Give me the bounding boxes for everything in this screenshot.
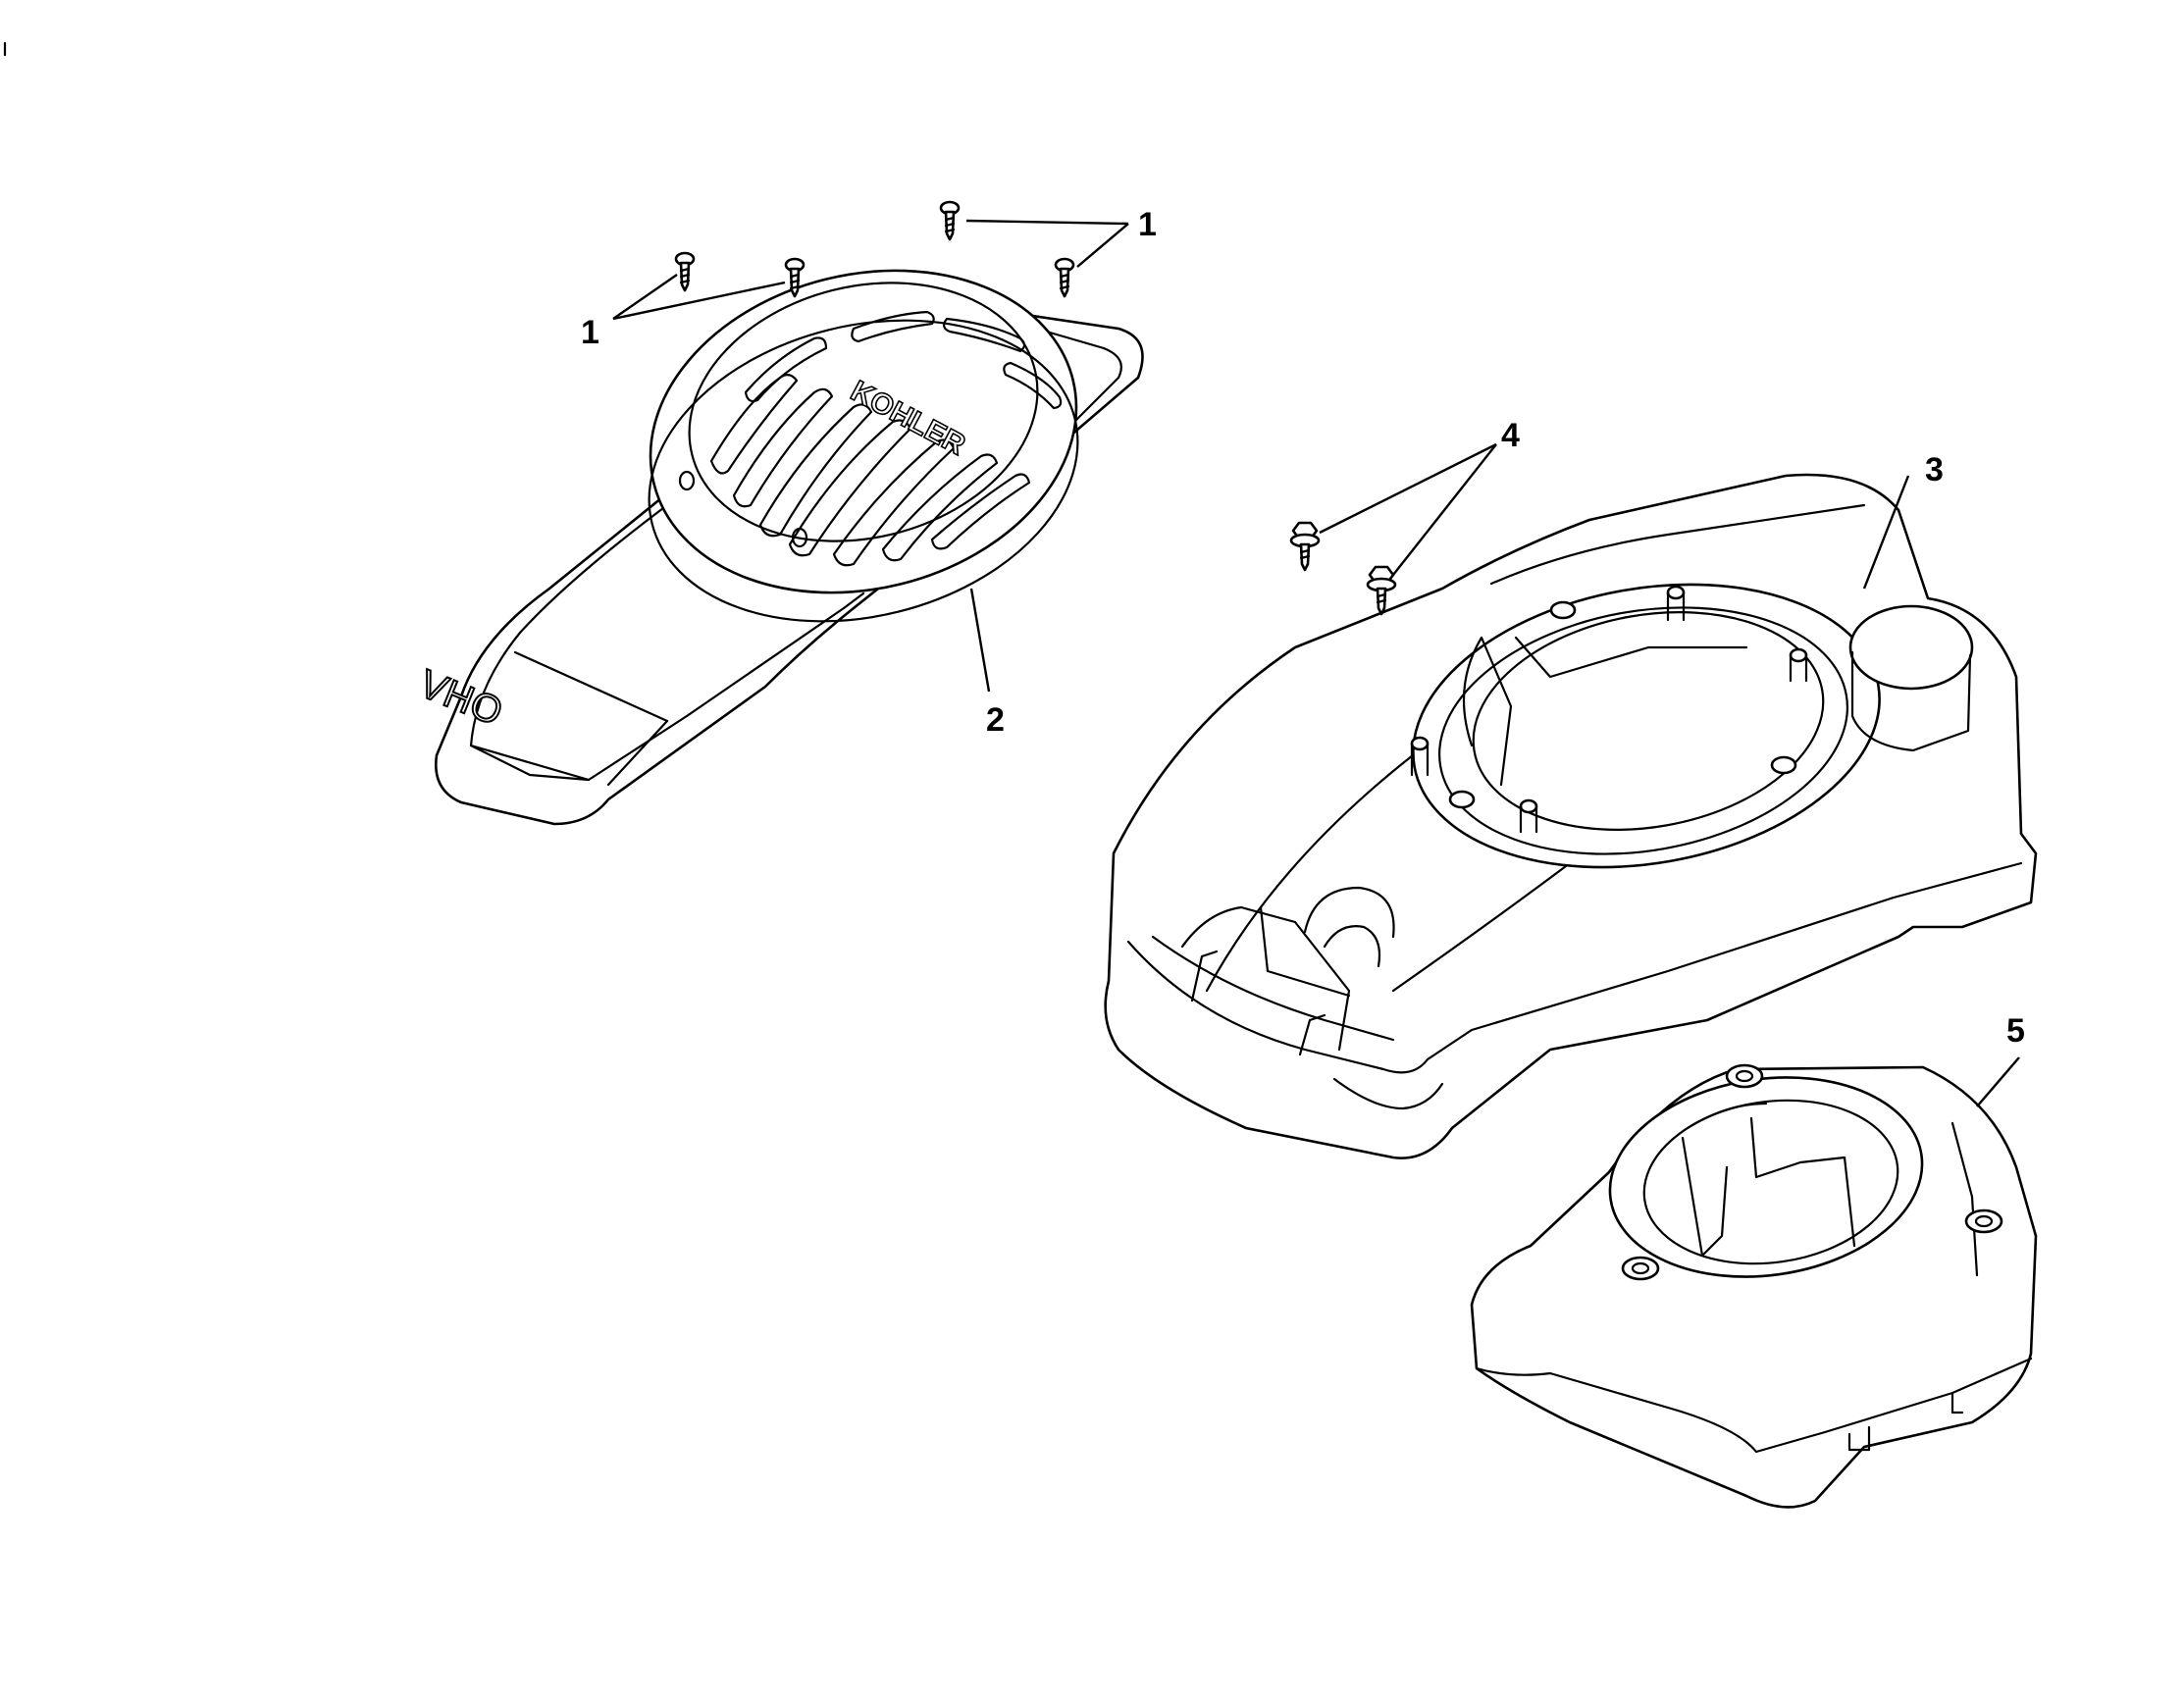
engine-shroud [1104, 473, 2038, 1159]
grille-slots [678, 310, 1063, 567]
inner-baffle [1470, 1063, 2038, 1509]
callout-inner-baffle: 5 [2006, 1012, 2025, 1050]
flange-screw-icon [1366, 565, 1397, 616]
shroud-screw-set [1289, 521, 1397, 616]
screw-icon [674, 251, 696, 292]
callout-labels: 1 1 2 3 4 5 [581, 206, 2025, 1050]
screw-icon [1054, 257, 1075, 298]
screw-icon [784, 257, 806, 298]
blower-housing-cover: KOHLER OHV [412, 269, 1144, 826]
callout-blower-cover: 2 [986, 701, 1005, 739]
callout-shroud: 3 [1925, 451, 1944, 489]
screw-icon [939, 200, 961, 241]
screw-set [674, 200, 1075, 298]
leader-lines [612, 219, 2020, 1107]
flange-screw-icon [1289, 521, 1321, 572]
mounting-posts [1410, 585, 1808, 834]
callout-screw-right: 1 [1138, 206, 1157, 243]
callout-screw-left: 1 [581, 314, 599, 351]
callout-shroud-screws: 4 [1501, 417, 1520, 454]
